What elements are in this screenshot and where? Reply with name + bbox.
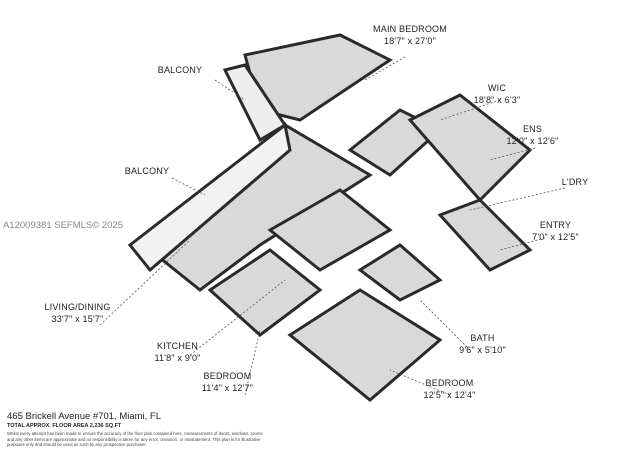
bedroom-right-area bbox=[287, 288, 443, 402]
balcony-lower bbox=[127, 122, 292, 273]
room-dims: 11'4" x 12'7" bbox=[201, 383, 254, 393]
label-bath: BATH 9'6" x 5'10" bbox=[445, 332, 520, 356]
room-name: BALCONY bbox=[157, 65, 203, 75]
bedroom-left-area bbox=[207, 248, 323, 337]
room-name: KITCHEN bbox=[157, 341, 198, 351]
ens-area bbox=[407, 93, 533, 203]
watermark: A12009381 SEFMLS© 2025 bbox=[3, 220, 124, 231]
label-main-bedroom: MAIN BEDROOM 18'7" x 27'0" bbox=[370, 23, 450, 47]
room-dims: 33'7" x 15'7" bbox=[51, 314, 104, 324]
room-name: ENTRY bbox=[539, 220, 572, 230]
room-dims: 12'5" x 12'4" bbox=[423, 390, 476, 400]
room-dims: 11'8" x 9'0" bbox=[154, 353, 201, 363]
room-dims: 7'0" x 12'5" bbox=[532, 232, 579, 242]
kitchen-area bbox=[267, 188, 393, 272]
label-wic: WIC 18'8" x 6'3" bbox=[462, 82, 532, 106]
entry-area bbox=[437, 198, 533, 272]
room-name: ENS bbox=[522, 124, 543, 134]
label-balcony-lower: BALCONY bbox=[117, 165, 177, 177]
total-area: TOTAL APPROX. FLOOR AREA 2,236 SQ.FT bbox=[7, 423, 122, 429]
room-name: BEDROOM bbox=[425, 378, 474, 388]
room-dims: 18'7" x 27'0" bbox=[384, 36, 436, 46]
room-name: MAIN BEDROOM bbox=[373, 24, 447, 34]
label-entry: ENTRY 7'0" x 12'5" bbox=[518, 219, 593, 243]
disclaimer: Whilst every attempt has been made to en… bbox=[7, 431, 263, 447]
label-laundry: L'DRY bbox=[555, 176, 595, 188]
label-bedroom-2: BEDROOM 11'4" x 12'7" bbox=[190, 370, 265, 394]
room-dims: 18'8" x 6'3" bbox=[473, 95, 521, 105]
label-bedroom-3: BEDROOM 12'5" x 12'4" bbox=[412, 377, 487, 401]
bath-area bbox=[357, 243, 443, 302]
label-kitchen: KITCHEN 11'8" x 9'0" bbox=[140, 340, 215, 364]
label-living-dining: LIVING/DINING 33'7" x 15'7" bbox=[35, 301, 120, 325]
room-dims: 12'0" x 12'6" bbox=[506, 136, 559, 146]
room-name: BATH bbox=[470, 333, 495, 343]
room-name: L'DRY bbox=[561, 177, 589, 187]
label-ens: ENS 12'0" x 12'6" bbox=[495, 123, 570, 147]
room-name: LIVING/DINING bbox=[44, 302, 111, 312]
label-balcony-upper: BALCONY bbox=[150, 64, 210, 76]
room-dims: 9'6" x 5'10" bbox=[459, 345, 506, 355]
room-name: BALCONY bbox=[124, 166, 170, 176]
room-name: WIC bbox=[487, 83, 507, 93]
address: 465 Brickell Avenue #701, Miami, FL bbox=[7, 411, 162, 422]
room-name: BEDROOM bbox=[203, 371, 252, 381]
